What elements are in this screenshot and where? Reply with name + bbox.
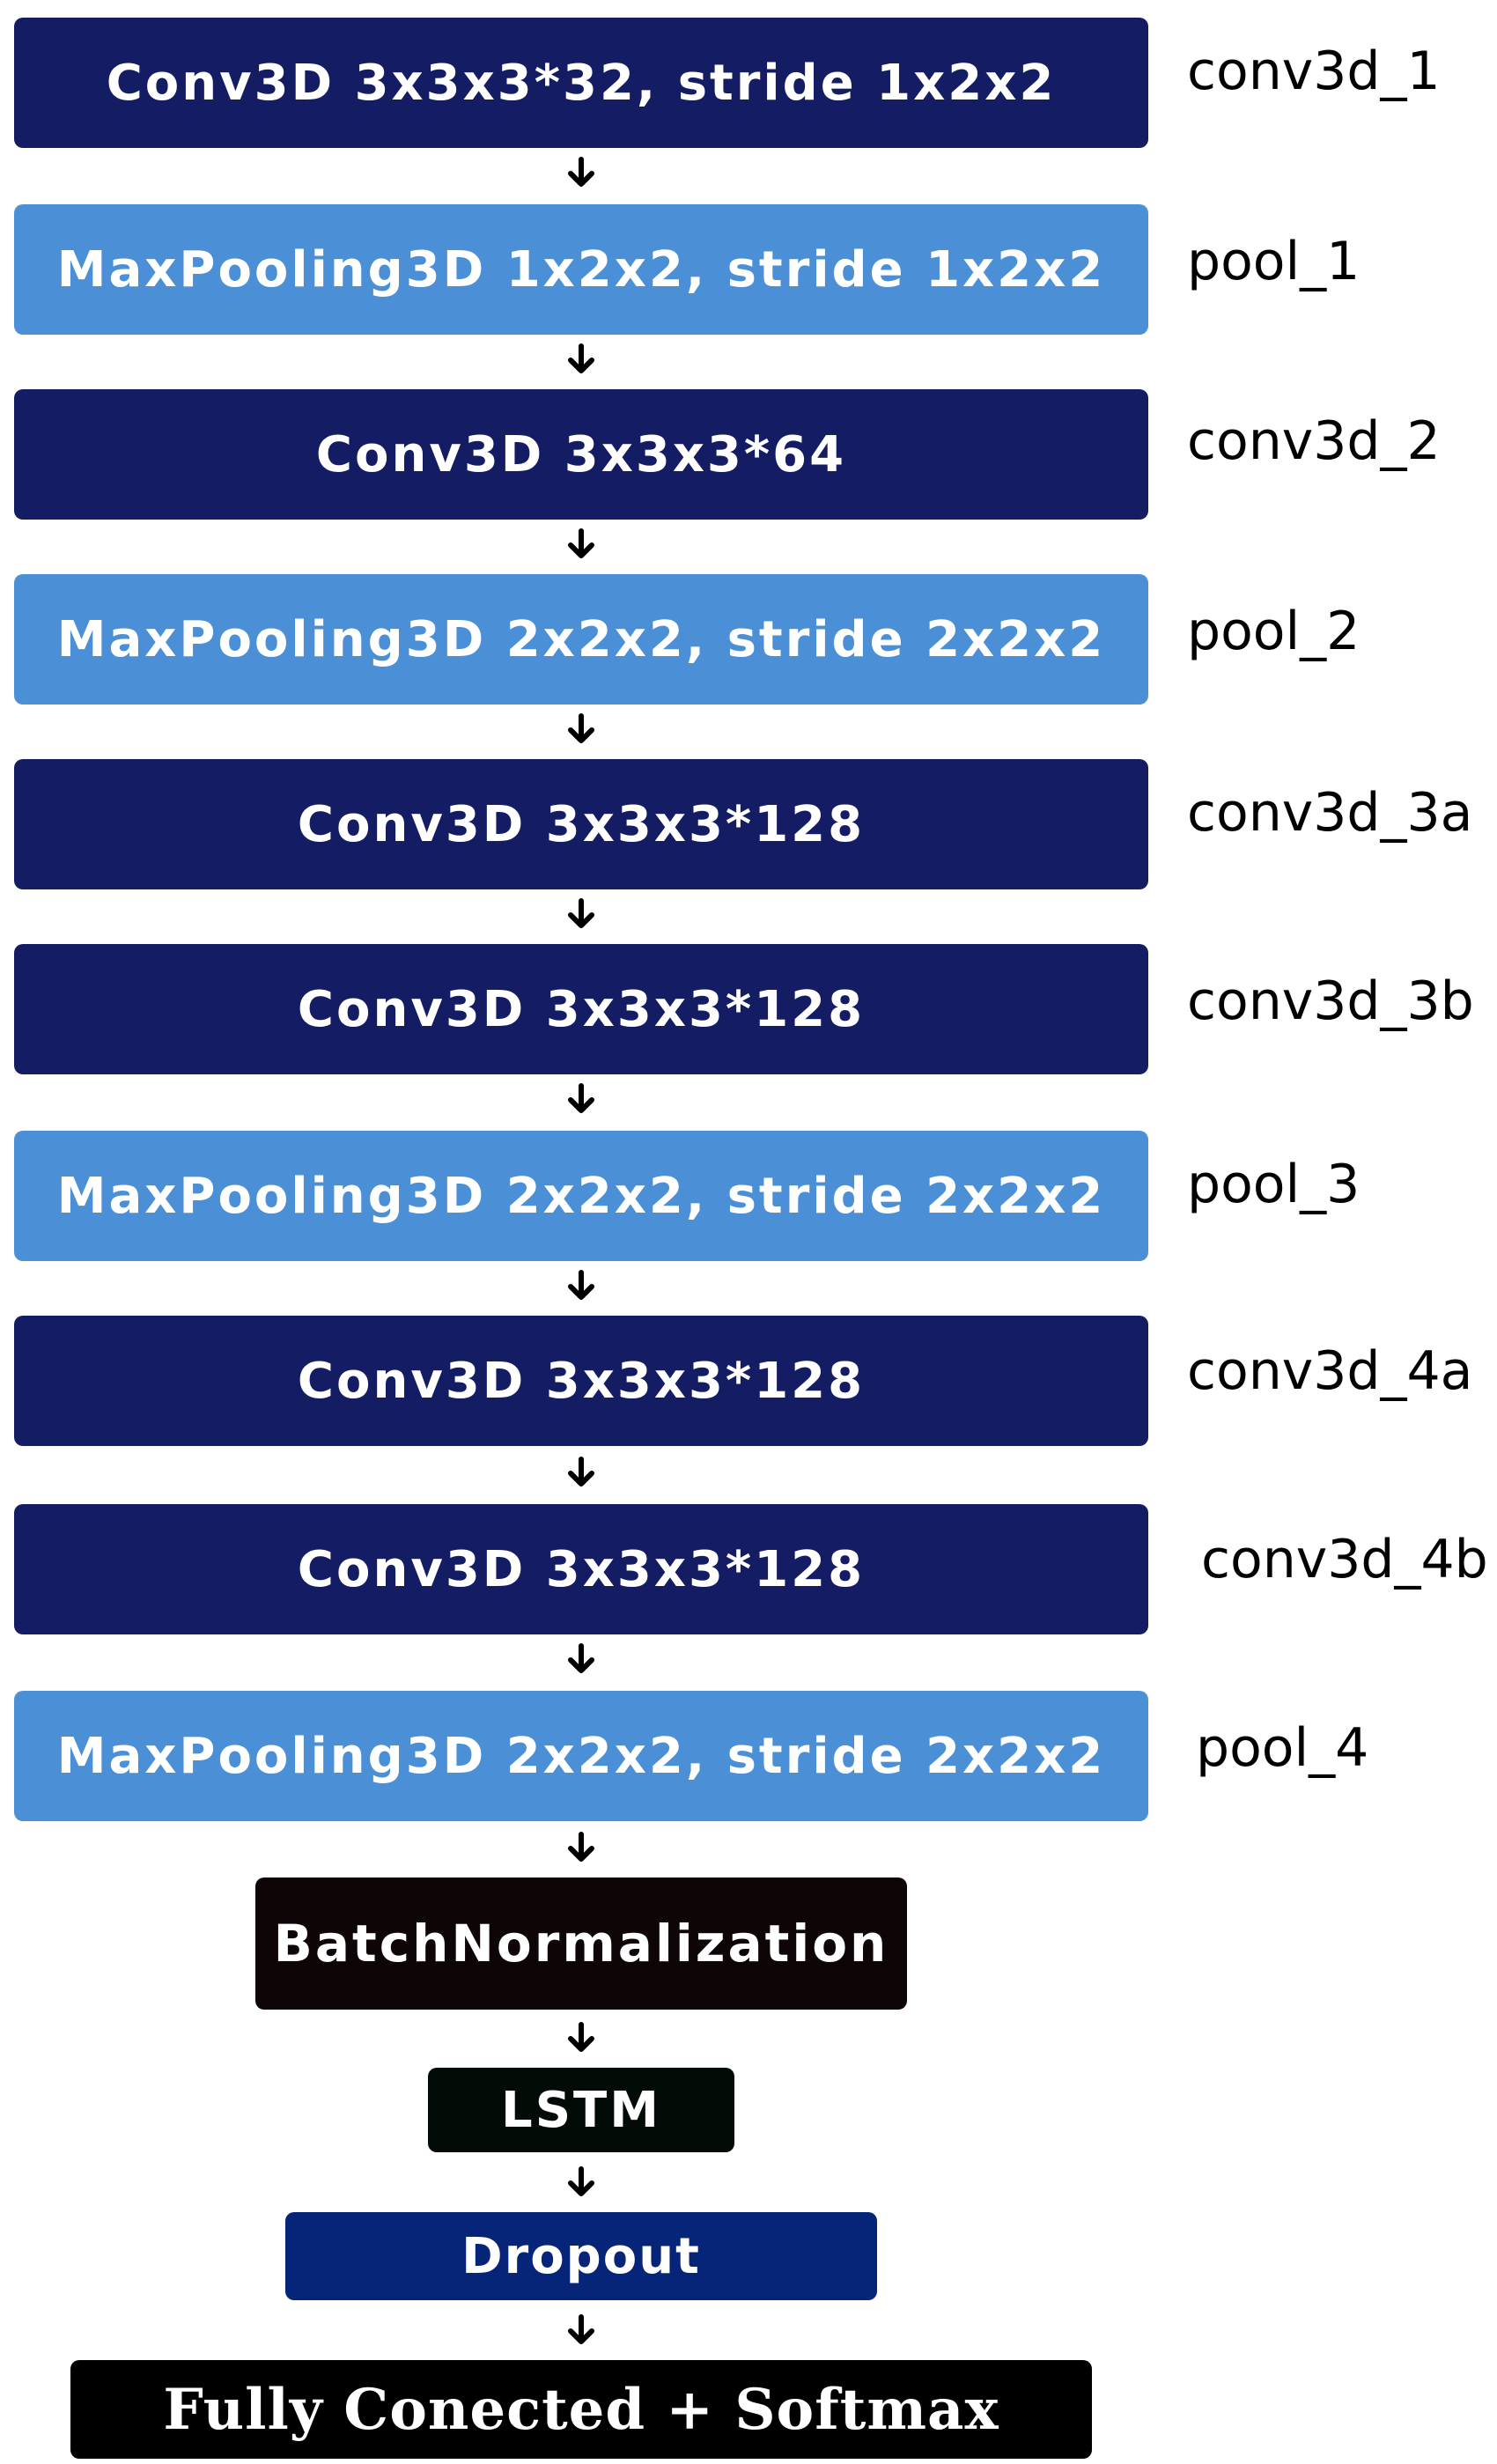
dropout-block: Dropout xyxy=(285,2212,877,2300)
layer-block-pool-1: MaxPooling3D 1x2x2, stride 1x2x2 xyxy=(14,204,1148,335)
layer-label-conv3d-3b: conv3d_3b xyxy=(1187,970,1474,1032)
arrow-down-icon xyxy=(565,1643,597,1675)
layer-label-conv3d-4b: conv3d_4b xyxy=(1201,1529,1488,1590)
arrow-down-icon xyxy=(565,713,597,745)
arrow-down-icon xyxy=(565,157,597,188)
lstm-block: LSTM xyxy=(428,2068,734,2152)
layer-label-pool-1: pool_1 xyxy=(1187,231,1361,292)
arrow-down-icon xyxy=(565,2022,597,2054)
arrow-down-icon xyxy=(565,1083,597,1115)
arrow-down-icon xyxy=(565,1832,597,1863)
arrow-down-icon xyxy=(565,1457,597,1488)
arrow-down-icon xyxy=(565,1270,597,1302)
layer-label-pool-2: pool_2 xyxy=(1187,601,1361,662)
layer-block-pool-3: MaxPooling3D 2x2x2, stride 2x2x2 xyxy=(14,1131,1148,1261)
arrow-down-icon xyxy=(565,528,597,560)
layer-label-conv3d-2: conv3d_2 xyxy=(1187,410,1441,472)
layer-label-conv3d-1: conv3d_1 xyxy=(1187,41,1441,102)
layer-block-conv3d-3a: Conv3D 3x3x3*128 xyxy=(14,759,1148,889)
arrow-down-icon xyxy=(565,2166,597,2198)
layer-block-conv3d-4a: Conv3D 3x3x3*128 xyxy=(14,1316,1148,1446)
arrow-down-icon xyxy=(565,343,597,375)
layer-block-pool-2: MaxPooling3D 2x2x2, stride 2x2x2 xyxy=(14,574,1148,705)
layer-label-conv3d-3a: conv3d_3a xyxy=(1187,782,1473,844)
batchnorm-block: BatchNormalization xyxy=(255,1878,907,2010)
layer-block-conv3d-1: Conv3D 3x3x3*32, stride 1x2x2 xyxy=(14,18,1148,148)
layer-block-conv3d-2: Conv3D 3x3x3*64 xyxy=(14,389,1148,520)
layer-label-pool-3: pool_3 xyxy=(1187,1154,1361,1215)
layer-block-pool-4: MaxPooling3D 2x2x2, stride 2x2x2 xyxy=(14,1691,1148,1821)
fully-connected-softmax-block: Fully Conected + Softmax xyxy=(70,2360,1092,2459)
layer-block-conv3d-3b: Conv3D 3x3x3*128 xyxy=(14,944,1148,1074)
arrow-down-icon xyxy=(565,898,597,930)
arrow-down-icon xyxy=(565,2314,597,2346)
layer-label-conv3d-4a: conv3d_4a xyxy=(1187,1340,1473,1402)
layer-block-conv3d-4b: Conv3D 3x3x3*128 xyxy=(14,1504,1148,1634)
layer-label-pool-4: pool_4 xyxy=(1196,1717,1369,1779)
